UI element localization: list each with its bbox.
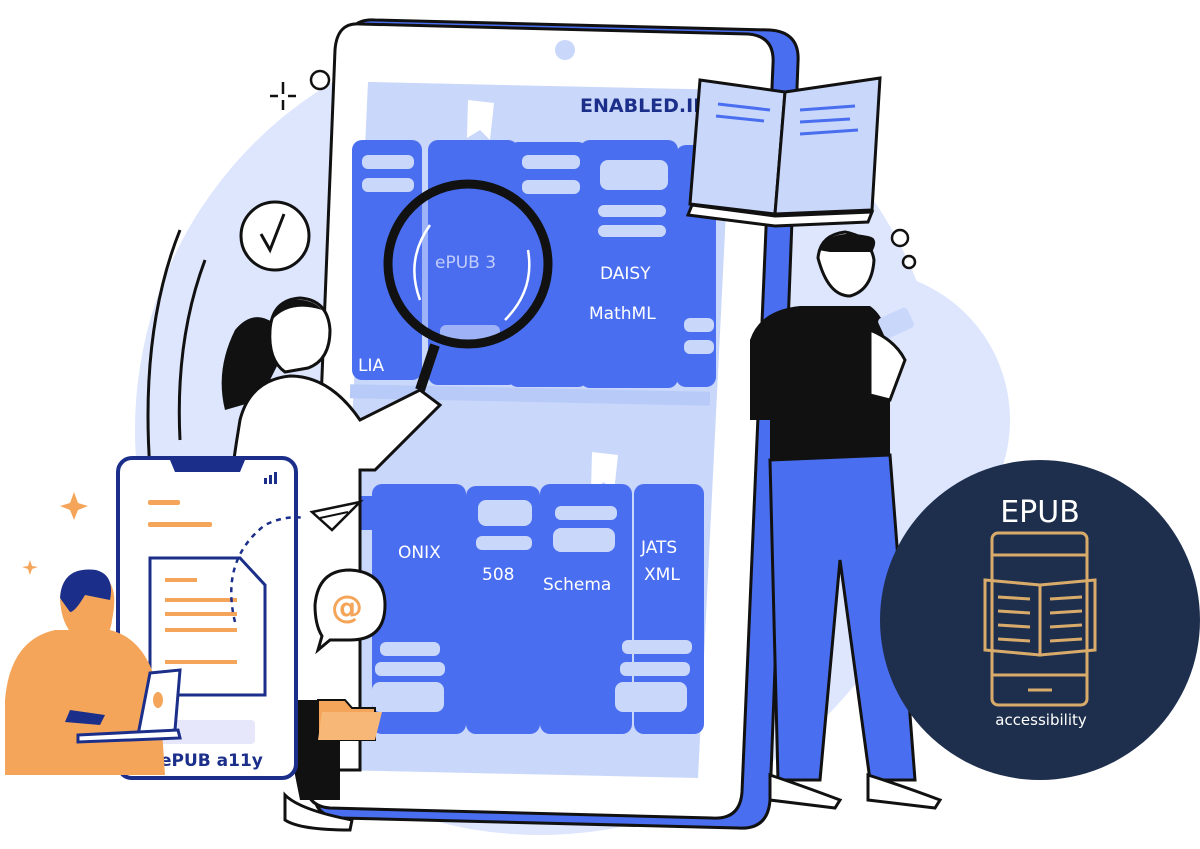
bookmark-ribbon-top [467,100,494,140]
paper-plane-icon [309,499,364,532]
epub-badge-subtitle: accessibility [995,711,1087,729]
laptop-man-figure [5,569,182,775]
decor-arc-1 [146,229,182,471]
book-label-lia: LIA [358,356,384,376]
book-label-daisy: DAISY [600,264,651,284]
epub-badge: EPUB accessibility [880,460,1200,780]
at-sign: @ [331,588,363,626]
sparkle-icon [270,82,296,110]
sparkle-icon [22,560,38,575]
book-label-mathml: MathML [589,304,656,324]
folder-icon [317,699,382,741]
book-spine [580,140,678,388]
clock-icon [239,200,311,272]
book-label-xml: XML [644,565,680,585]
small-phone-caption: ePUB a11y [160,751,263,771]
epub-badge-title: EPUB [1000,495,1080,530]
book-label-508: 508 [482,565,514,585]
book-label-schema: Schema [543,575,611,595]
at-sign-icon: @ [313,568,387,655]
brand-label: ENABLED.IN [580,95,709,117]
bookmark-ribbon-bottom [591,452,618,492]
thought-bubble-2 [901,254,917,270]
bottom-shelf: ONIX 508 Schema JATS XML [355,484,704,734]
decor-ring [309,69,331,91]
sparkle-icon [60,492,88,520]
book-label-onix: ONIX [398,543,441,563]
top-shelf: LIA ePUB 3 DAISY MathML [352,140,716,388]
book-label-jats: JATS [640,538,677,558]
open-book-icon [685,76,882,228]
magnifier-icon [383,179,553,392]
man-figure [750,230,943,810]
e-reader-icon [983,531,1097,707]
book-label-epub3: ePUB 3 [435,253,496,273]
thought-bubble-1 [890,228,910,248]
decor-arc-2 [177,259,207,441]
book-spine [428,140,518,385]
